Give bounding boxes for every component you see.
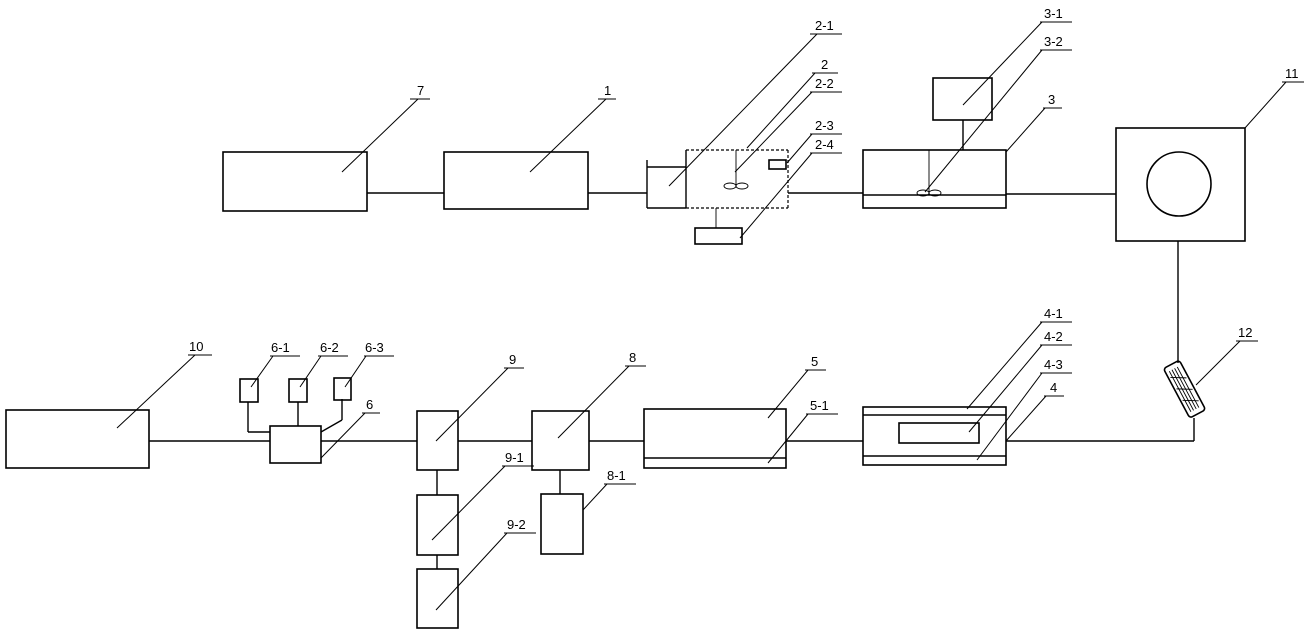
leader-4-2	[968, 344, 1043, 433]
label-9-2: 9-2	[507, 517, 526, 532]
unit-3-tank	[862, 77, 1007, 209]
unit-4-box	[862, 406, 1007, 466]
leader-9-2	[435, 532, 508, 611]
unit-6-box	[269, 425, 322, 464]
leader-2-4	[739, 152, 813, 239]
unit-7-box	[222, 151, 368, 212]
unit-8-1-box	[540, 493, 584, 555]
label-6-2: 6-2	[320, 340, 339, 355]
leader-11	[1244, 81, 1287, 129]
leader-2-2	[734, 91, 813, 173]
leader-3	[1005, 107, 1046, 153]
unit-2-tank	[646, 149, 789, 245]
leader-6-3	[344, 355, 367, 388]
leader-8	[557, 365, 630, 439]
label-1: 1	[604, 83, 611, 98]
leader-2-1	[668, 33, 818, 187]
leader-4-1	[966, 321, 1043, 410]
label-7: 7	[417, 83, 424, 98]
unit-10-box	[5, 409, 150, 469]
leader-3-2	[924, 49, 1043, 193]
unit-6-2-box	[288, 378, 308, 403]
label-4-1: 4-1	[1044, 306, 1063, 321]
label-10: 10	[189, 339, 203, 354]
label-3: 3	[1048, 92, 1055, 107]
unit-9-1-box	[416, 494, 459, 556]
leader-10	[116, 354, 196, 429]
leader-6-1	[250, 355, 274, 388]
leader-8-1	[582, 483, 608, 511]
leader-6	[320, 412, 366, 459]
unit-6-dosing-lines	[247, 399, 343, 433]
leader-4-3	[976, 372, 1043, 461]
leader-7	[341, 98, 419, 173]
label-3-2: 3-2	[1044, 34, 1063, 49]
unit-12-filter	[1163, 360, 1206, 418]
label-6: 6	[366, 397, 373, 412]
label-4-3: 4-3	[1044, 357, 1063, 372]
label-2-4: 2-4	[815, 137, 834, 152]
unit-1-box	[443, 151, 589, 210]
label-8-1: 8-1	[607, 468, 626, 483]
label-2-1: 2-1	[815, 18, 834, 33]
label-12: 12	[1238, 325, 1252, 340]
leader-2-3	[786, 133, 813, 164]
label-9: 9	[509, 352, 516, 367]
label-4: 4	[1050, 380, 1057, 395]
label-2-3: 2-3	[815, 118, 834, 133]
label-2: 2	[821, 57, 828, 72]
label-6-3: 6-3	[365, 340, 384, 355]
leader-5-1	[767, 413, 809, 464]
leader-9-1	[431, 465, 506, 541]
label-5: 5	[811, 354, 818, 369]
leader-3-1	[962, 21, 1043, 106]
unit-8-box	[531, 410, 590, 471]
unit-9-2-box	[416, 568, 459, 629]
unit-6-3-box	[333, 377, 352, 401]
leader-2	[746, 72, 816, 149]
leader-12	[1195, 340, 1241, 386]
unit-9-box	[416, 410, 459, 471]
label-3-1: 3-1	[1044, 6, 1063, 21]
leader-1	[529, 98, 607, 173]
label-2-2: 2-2	[815, 76, 834, 91]
label-11: 11	[1285, 66, 1299, 81]
leader-4	[1005, 395, 1047, 442]
label-9-1: 9-1	[505, 450, 524, 465]
leader-5	[767, 369, 809, 419]
unit-11-centrifuge	[1115, 127, 1246, 242]
label-5-1: 5-1	[810, 398, 829, 413]
unit-6-1-box	[239, 378, 259, 403]
label-4-2: 4-2	[1044, 329, 1063, 344]
leader-9	[435, 367, 509, 442]
unit-5-box	[643, 408, 787, 469]
label-8: 8	[629, 350, 636, 365]
label-6-1: 6-1	[271, 340, 290, 355]
leader-6-2	[299, 355, 322, 388]
